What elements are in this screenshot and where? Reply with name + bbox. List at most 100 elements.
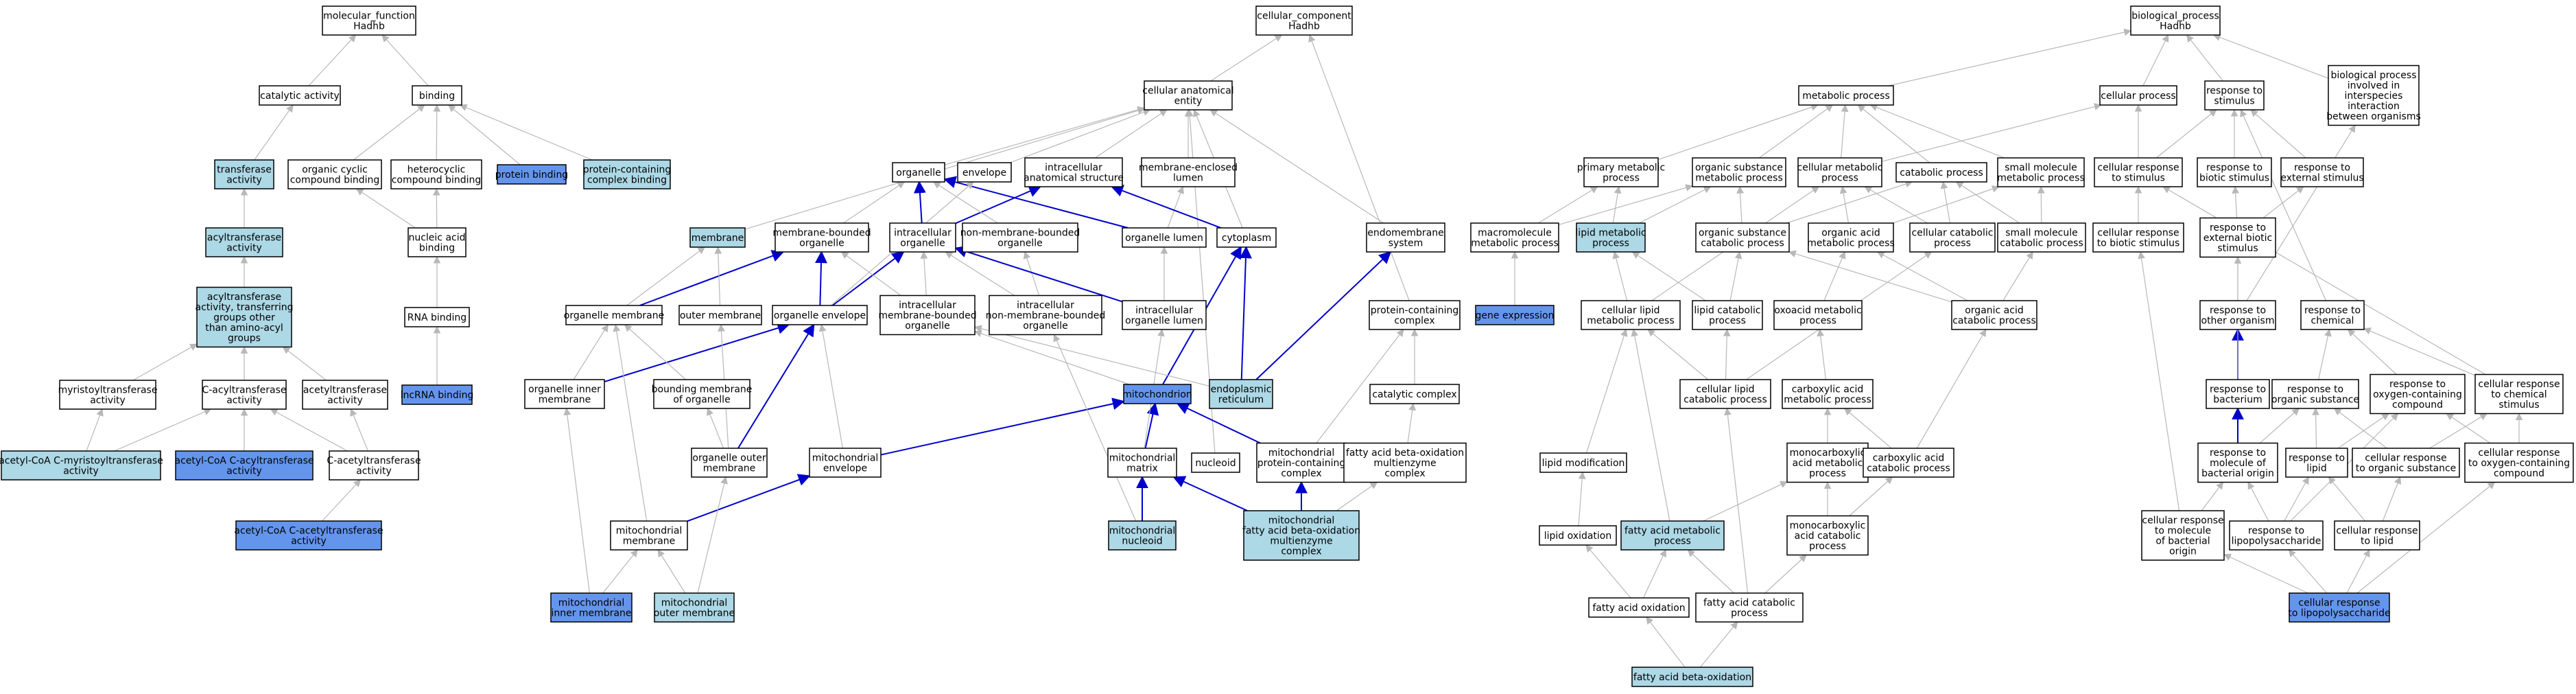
term-box <box>1141 157 1236 187</box>
is-a-edge <box>86 408 104 452</box>
term-box <box>1122 227 1207 248</box>
term-box <box>412 85 462 106</box>
is-a-edge <box>831 251 905 306</box>
is-a-edge <box>737 323 815 449</box>
is-a-edge <box>1758 104 1834 159</box>
term-box <box>2280 157 2364 187</box>
term-box <box>2204 80 2265 111</box>
term-box <box>205 227 283 257</box>
term-box <box>1 450 161 481</box>
is-a-edge <box>1631 328 1670 522</box>
is-a-edge <box>2312 407 2320 449</box>
term-box <box>1679 379 1771 409</box>
term-box <box>1631 667 1753 687</box>
term-box <box>583 159 671 189</box>
is-a-edge <box>1700 621 1738 668</box>
term-box <box>1475 305 1555 325</box>
is-a-edge <box>2356 481 2496 594</box>
is-a-edge <box>1881 103 2102 162</box>
term-box <box>259 85 341 106</box>
term-box <box>775 222 869 253</box>
is-a-edge <box>2346 549 2370 594</box>
is-a-edge <box>973 329 1130 385</box>
is-a-edge <box>1631 251 1706 301</box>
term-box <box>1581 300 1681 330</box>
is-a-edge <box>1940 181 1951 224</box>
is-a-edge <box>1724 407 1749 594</box>
term-box <box>1692 300 1763 330</box>
is-a-edge <box>2037 185 2045 224</box>
is-a-edge <box>573 324 608 380</box>
term-box <box>1997 157 2085 187</box>
term-box <box>610 520 688 551</box>
is-a-edge <box>1955 181 2020 224</box>
is-a-edge <box>2262 186 2304 218</box>
term-box <box>550 592 633 623</box>
term-box <box>653 379 751 409</box>
is-a-edge <box>687 474 811 522</box>
term-label: cellular process <box>2101 91 2175 102</box>
term-box <box>879 294 976 336</box>
term-box <box>1773 300 1863 330</box>
term-box <box>1144 80 1233 111</box>
term-box <box>1695 592 1804 623</box>
is-a-edge <box>913 181 926 224</box>
is-a-edge <box>639 250 785 306</box>
term-box <box>1024 157 1123 187</box>
is-a-edge <box>1176 402 1261 444</box>
is-a-edge <box>1167 185 1184 229</box>
term-box <box>287 159 382 189</box>
is-a-edge <box>604 322 790 383</box>
is-a-edge <box>1612 185 1622 224</box>
is-a-edge <box>1578 471 1586 527</box>
go-term-organelle-membrane: organelle membrane <box>564 305 664 325</box>
term-box <box>302 380 388 410</box>
term-box <box>1255 5 1353 36</box>
is-a-edge <box>944 106 1146 165</box>
is-a-edge <box>1857 104 1930 163</box>
is-a-edge <box>1657 104 1819 161</box>
is-a-edge <box>432 187 440 229</box>
is-a-edge <box>1209 109 1384 224</box>
term-box <box>329 450 419 481</box>
term-label: organelle membrane <box>564 310 664 321</box>
term-box <box>1108 520 1177 551</box>
is-a-edge <box>602 549 638 594</box>
term-box <box>2464 442 2574 483</box>
is-a-edge <box>2142 34 2169 86</box>
go-term-membrane: membrane <box>689 227 746 248</box>
